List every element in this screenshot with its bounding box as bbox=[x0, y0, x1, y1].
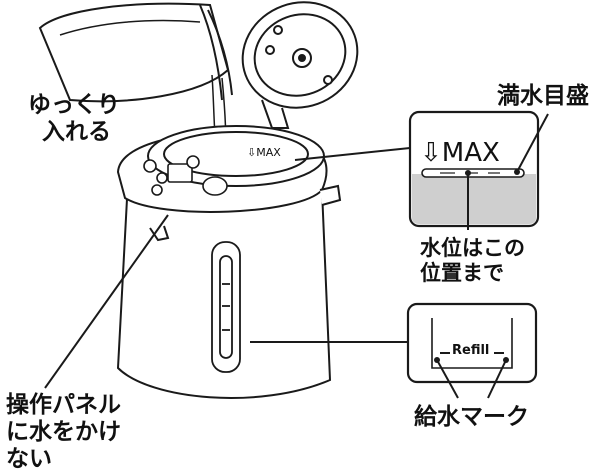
pot-lid-open bbox=[241, 1, 359, 129]
refill-mark-label: 給水マーク bbox=[414, 404, 529, 430]
control-panel bbox=[143, 155, 228, 196]
max-inset-label: ⇩MAX bbox=[420, 138, 500, 168]
water-level-window bbox=[211, 241, 241, 373]
pour-slowly-label: ゆっくり 入れる bbox=[28, 92, 120, 146]
kettle-illustration bbox=[38, 2, 233, 103]
leader-lines bbox=[44, 113, 549, 399]
max-inset-box bbox=[408, 110, 540, 228]
full-water-mark-label: 満水目盛 bbox=[497, 83, 589, 109]
leader-dots bbox=[434, 169, 520, 363]
max-on-pot-label: ⇩MAX bbox=[247, 146, 281, 159]
refill-text: Refill bbox=[452, 343, 490, 358]
dont-wet-panel-label: 操作パネル に水をかけ ない bbox=[6, 392, 121, 473]
water-level-here-label: 水位はこの 位置まで bbox=[420, 236, 525, 285]
